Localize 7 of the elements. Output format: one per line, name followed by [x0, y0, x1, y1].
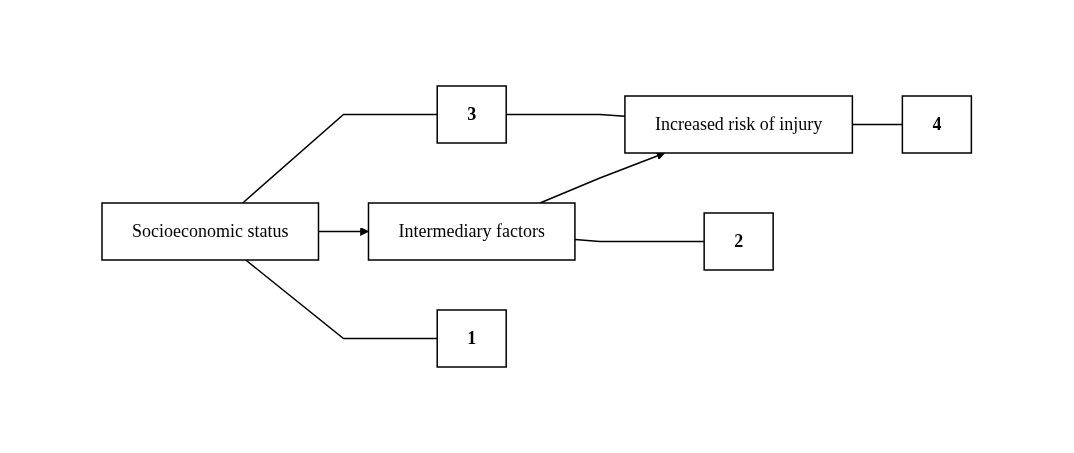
- node-box: 3: [436, 85, 508, 144]
- node-box: Intermediary factors: [368, 202, 576, 261]
- node-box: 1: [436, 309, 508, 368]
- node-box: Increased risk of injury: [624, 95, 854, 154]
- node-box: 4: [901, 95, 973, 154]
- node-box: Socioeconomic status: [101, 202, 320, 261]
- node-box: 2: [703, 212, 775, 271]
